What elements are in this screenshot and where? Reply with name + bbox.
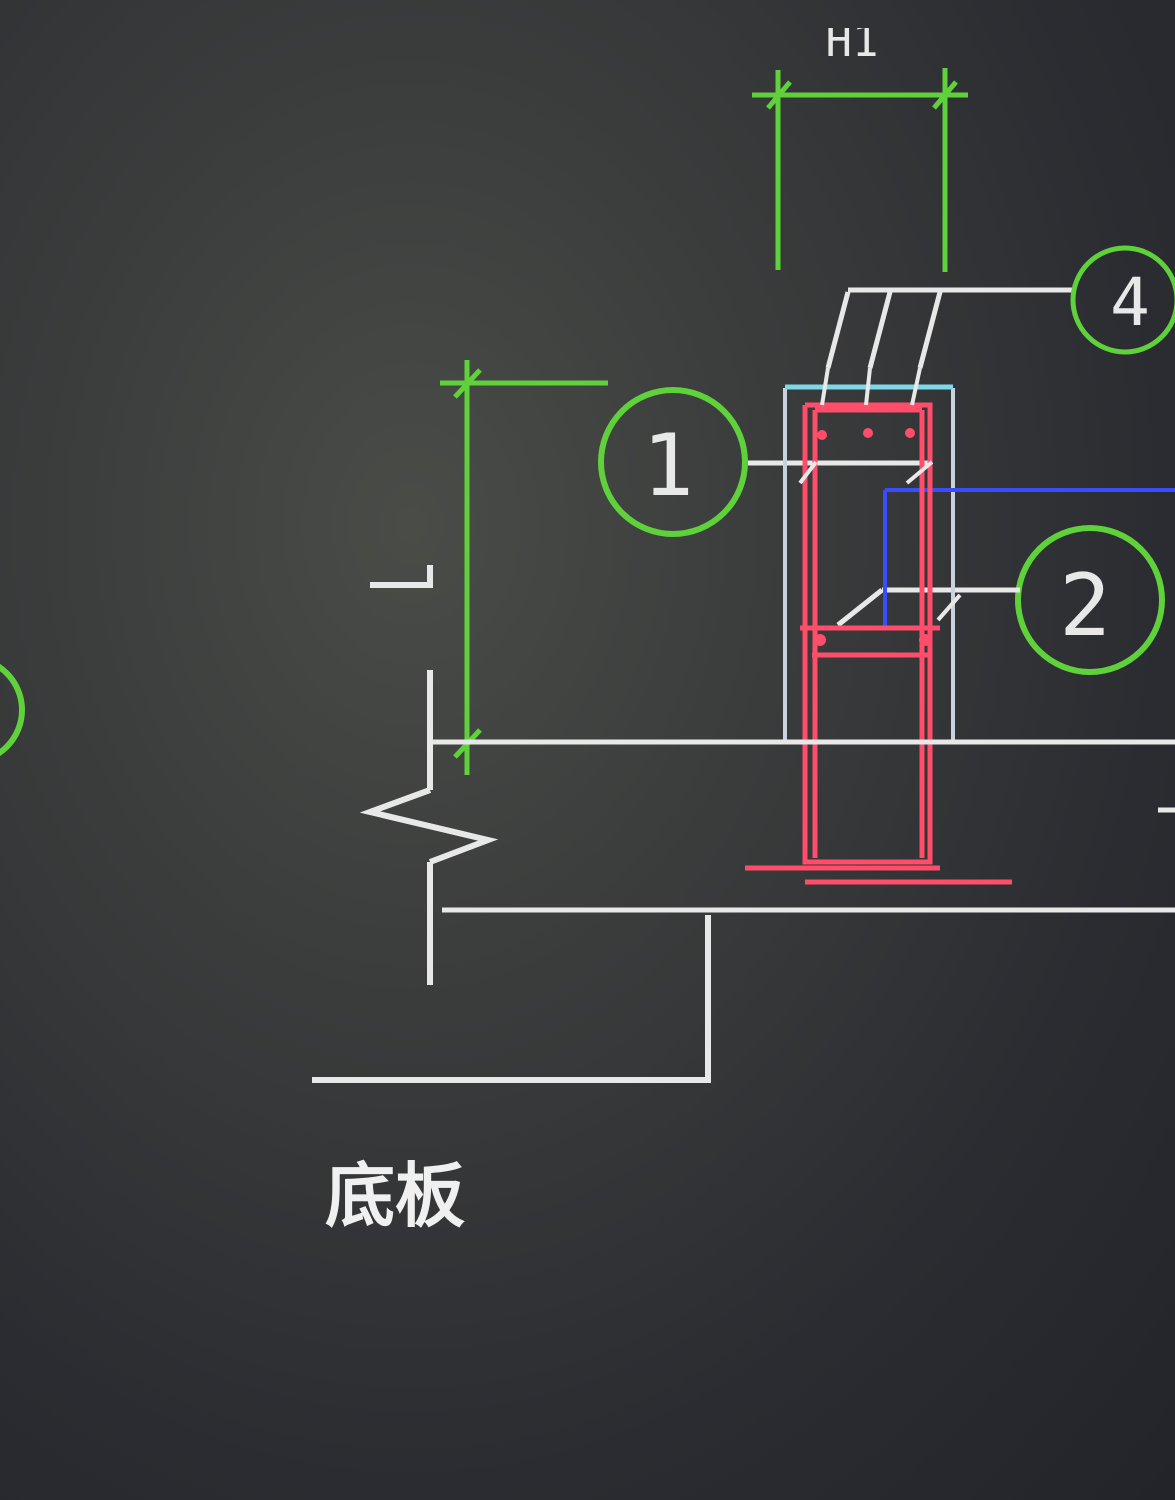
column-outline bbox=[783, 388, 955, 740]
rebar-leader bbox=[936, 593, 962, 622]
rebar-leader bbox=[917, 291, 943, 369]
top-tick-left bbox=[766, 80, 792, 110]
callout-4-circle bbox=[1070, 245, 1175, 355]
callout-2-leader-diag bbox=[836, 588, 884, 627]
rebar-dot bbox=[817, 430, 827, 440]
partial-callout-left bbox=[0, 663, 25, 757]
left-break-line bbox=[359, 565, 499, 985]
rebar-leaders-white bbox=[798, 367, 962, 622]
top-tick-right bbox=[932, 80, 958, 110]
rebar-leader bbox=[825, 291, 851, 369]
rebar-leader bbox=[798, 460, 818, 485]
rebar-dot bbox=[814, 634, 826, 646]
rebar-dot bbox=[919, 634, 931, 646]
callout-4: 4 bbox=[848, 245, 1175, 355]
rebar-leader bbox=[905, 460, 934, 485]
rebar-leader bbox=[910, 367, 922, 406]
left-l-marker bbox=[370, 565, 433, 588]
callout-2-circle bbox=[1015, 525, 1165, 675]
callout-4-rebar-leaders bbox=[825, 291, 943, 369]
stirrup-blue bbox=[883, 488, 1175, 628]
callout-4-text: 4 bbox=[1110, 264, 1150, 341]
rebar-dot bbox=[863, 428, 873, 438]
callout-1: 1 bbox=[598, 387, 932, 537]
rebar-dot bbox=[905, 428, 915, 438]
rebar-leader bbox=[867, 291, 893, 369]
rebar-leader bbox=[864, 367, 872, 406]
callout-1-circle bbox=[598, 387, 748, 537]
base-label: 底板 bbox=[325, 1155, 465, 1237]
base-step-line bbox=[312, 915, 711, 1083]
left-dimension bbox=[440, 360, 608, 775]
callout-2-text: 2 bbox=[1059, 556, 1111, 656]
top-dimension-label: H1 bbox=[826, 16, 879, 67]
rebar-cage-outline bbox=[802, 402, 933, 865]
rebar-dots-top bbox=[814, 428, 931, 646]
slab-lines bbox=[430, 739, 1175, 913]
rebar-leader bbox=[820, 367, 830, 406]
break-zigzag bbox=[359, 787, 499, 865]
callout-2: 2 bbox=[836, 525, 1165, 675]
top-dimension bbox=[752, 68, 968, 272]
left-tick-top bbox=[453, 368, 482, 399]
rebar-cage bbox=[745, 402, 1012, 885]
callout-1-text: 1 bbox=[642, 416, 694, 516]
